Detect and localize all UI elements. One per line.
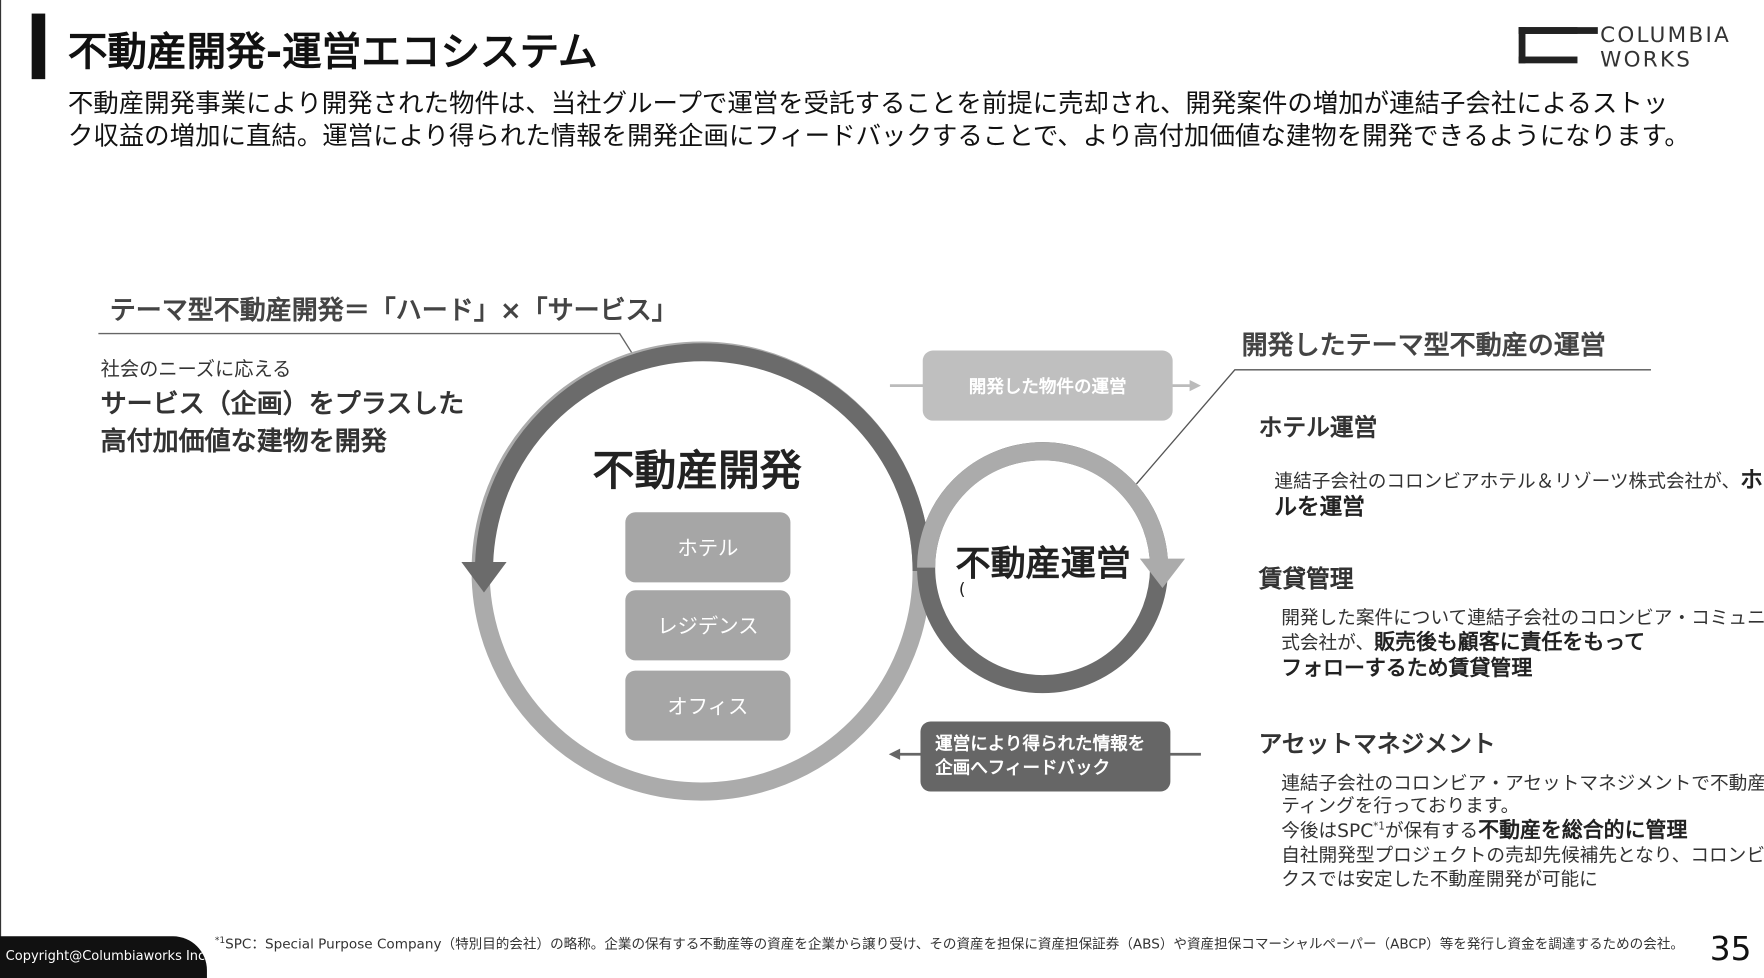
hotel-text-bold-2: ルを運営: [1274, 493, 1365, 521]
footnote: *1SPC：Special Purpose Company（特別目的会社）の略称…: [215, 934, 1684, 953]
rental-bold: 販売後も顧客に責任をもって: [1374, 630, 1646, 655]
page-title: 不動産開発-運営エコシステム: [67, 30, 598, 76]
hotel-text: 連結子会社のコロンビアホテル＆リゾーツ株式会社が、ホテ: [1274, 461, 1764, 494]
page-number: 35: [1709, 929, 1752, 968]
copyright-text: Copyright@Columbiaworks Inc.: [5, 947, 210, 964]
hotel-title: ホテル運営: [1258, 413, 1378, 442]
dev-cycle-dark: [474, 343, 931, 572]
footnote-ref: *1: [1373, 821, 1385, 833]
description-line: 不動産開発事業により開発された物件は、当社グループで運営を受託することを前提に売…: [67, 89, 1669, 119]
asset-title: アセットマネジメント: [1258, 730, 1496, 758]
dev-item-hotel: ホテル: [625, 512, 791, 583]
feedback-line: 運営により得られた情報を: [935, 733, 1146, 755]
rental-line-2: 式会社が、販売後も顧客に責任をもって: [1281, 626, 1645, 655]
rental-line-1: 開発した案件について連結子会社のコロンビア・コミュニティ株: [1281, 607, 1764, 629]
ops-sub: (: [958, 578, 966, 600]
columbia-works-logo: COLUMBIA WORKS: [1518, 23, 1745, 72]
asset-line-4: 自社開発型プロジェクトの売却先候補先となり、コロンビア・ワー: [1281, 844, 1764, 867]
rental-title: 賃貸管理: [1258, 565, 1354, 593]
left-heading: テーマ型不動産開発＝「ハード」×「サービス」: [109, 296, 678, 326]
footnote-mark: *1: [214, 935, 226, 946]
footnote-text: SPC：Special Purpose Company（特別目的会社）の略称。企…: [225, 936, 1684, 953]
title-bar: [31, 13, 46, 80]
arrow-right-icon: [1189, 379, 1201, 392]
left-border: [0, 0, 2, 939]
dev-arrowhead-icon: [461, 562, 507, 593]
left-bold-2: 高付加価値な建物を開発: [100, 427, 387, 457]
hotel-text-plain: 連結子会社のコロンビアホテル＆リゾーツ株式会社が、: [1274, 470, 1741, 492]
asset-plain: 今後はSPC: [1281, 819, 1374, 842]
dev-title: 不動産開発: [592, 446, 802, 496]
copyright-band: Copyright@Columbiaworks Inc.: [0, 936, 210, 978]
hotel-text-bold: ホテ: [1740, 465, 1764, 494]
asset-line-5: クスでは安定した不動産開発が可能に: [1281, 868, 1598, 890]
asset-plain: が保有する: [1384, 819, 1479, 842]
rental-line-3: フォローするため賃貸管理: [1281, 656, 1533, 681]
feedback-flow-box: 運営により得られた情報を 企画へフィードバック: [920, 721, 1171, 792]
description: 不動産開発事業により開発された物件は、当社グループで運営を受託することを前提に売…: [68, 88, 1690, 154]
rental-plain: 式会社が、: [1281, 632, 1375, 654]
asset-line-3: 今後はSPC*1が保有する不動産を総合的に管理: [1281, 814, 1687, 843]
right-leader-line: [1135, 369, 1651, 485]
dev-item-office: オフィス: [625, 670, 791, 741]
right-heading: 開発したテーマ型不動産の運営: [1241, 331, 1606, 361]
operation-flow-box: 開発した物件の運営: [922, 350, 1173, 421]
left-sub: 社会のニーズに応える: [100, 358, 292, 382]
asset-bold: 不動産を総合的に管理: [1478, 818, 1688, 843]
description-line: ク収益の増加に直結。運営により得られた情報を開発企画にフィードバックすることで、…: [67, 122, 1690, 152]
feedback-line: 企画へフィードバック: [935, 757, 1111, 778]
ops-arrowhead-icon: [1139, 558, 1186, 589]
arrow-left-icon: [888, 748, 901, 760]
ops-cycle-light: [917, 442, 1169, 568]
asset-line-2: ティングを行っております。: [1281, 794, 1520, 817]
ops-title: 不動産運営: [955, 543, 1131, 585]
asset-line-1: 連結子会社のコロンビア・アセットマネジメントで不動産コンサル: [1281, 772, 1764, 794]
dev-item-residence: レジデンス: [625, 590, 791, 661]
left-bold-1: サービス（企画）をプラスした: [100, 390, 465, 420]
left-leader-line: [98, 332, 634, 356]
